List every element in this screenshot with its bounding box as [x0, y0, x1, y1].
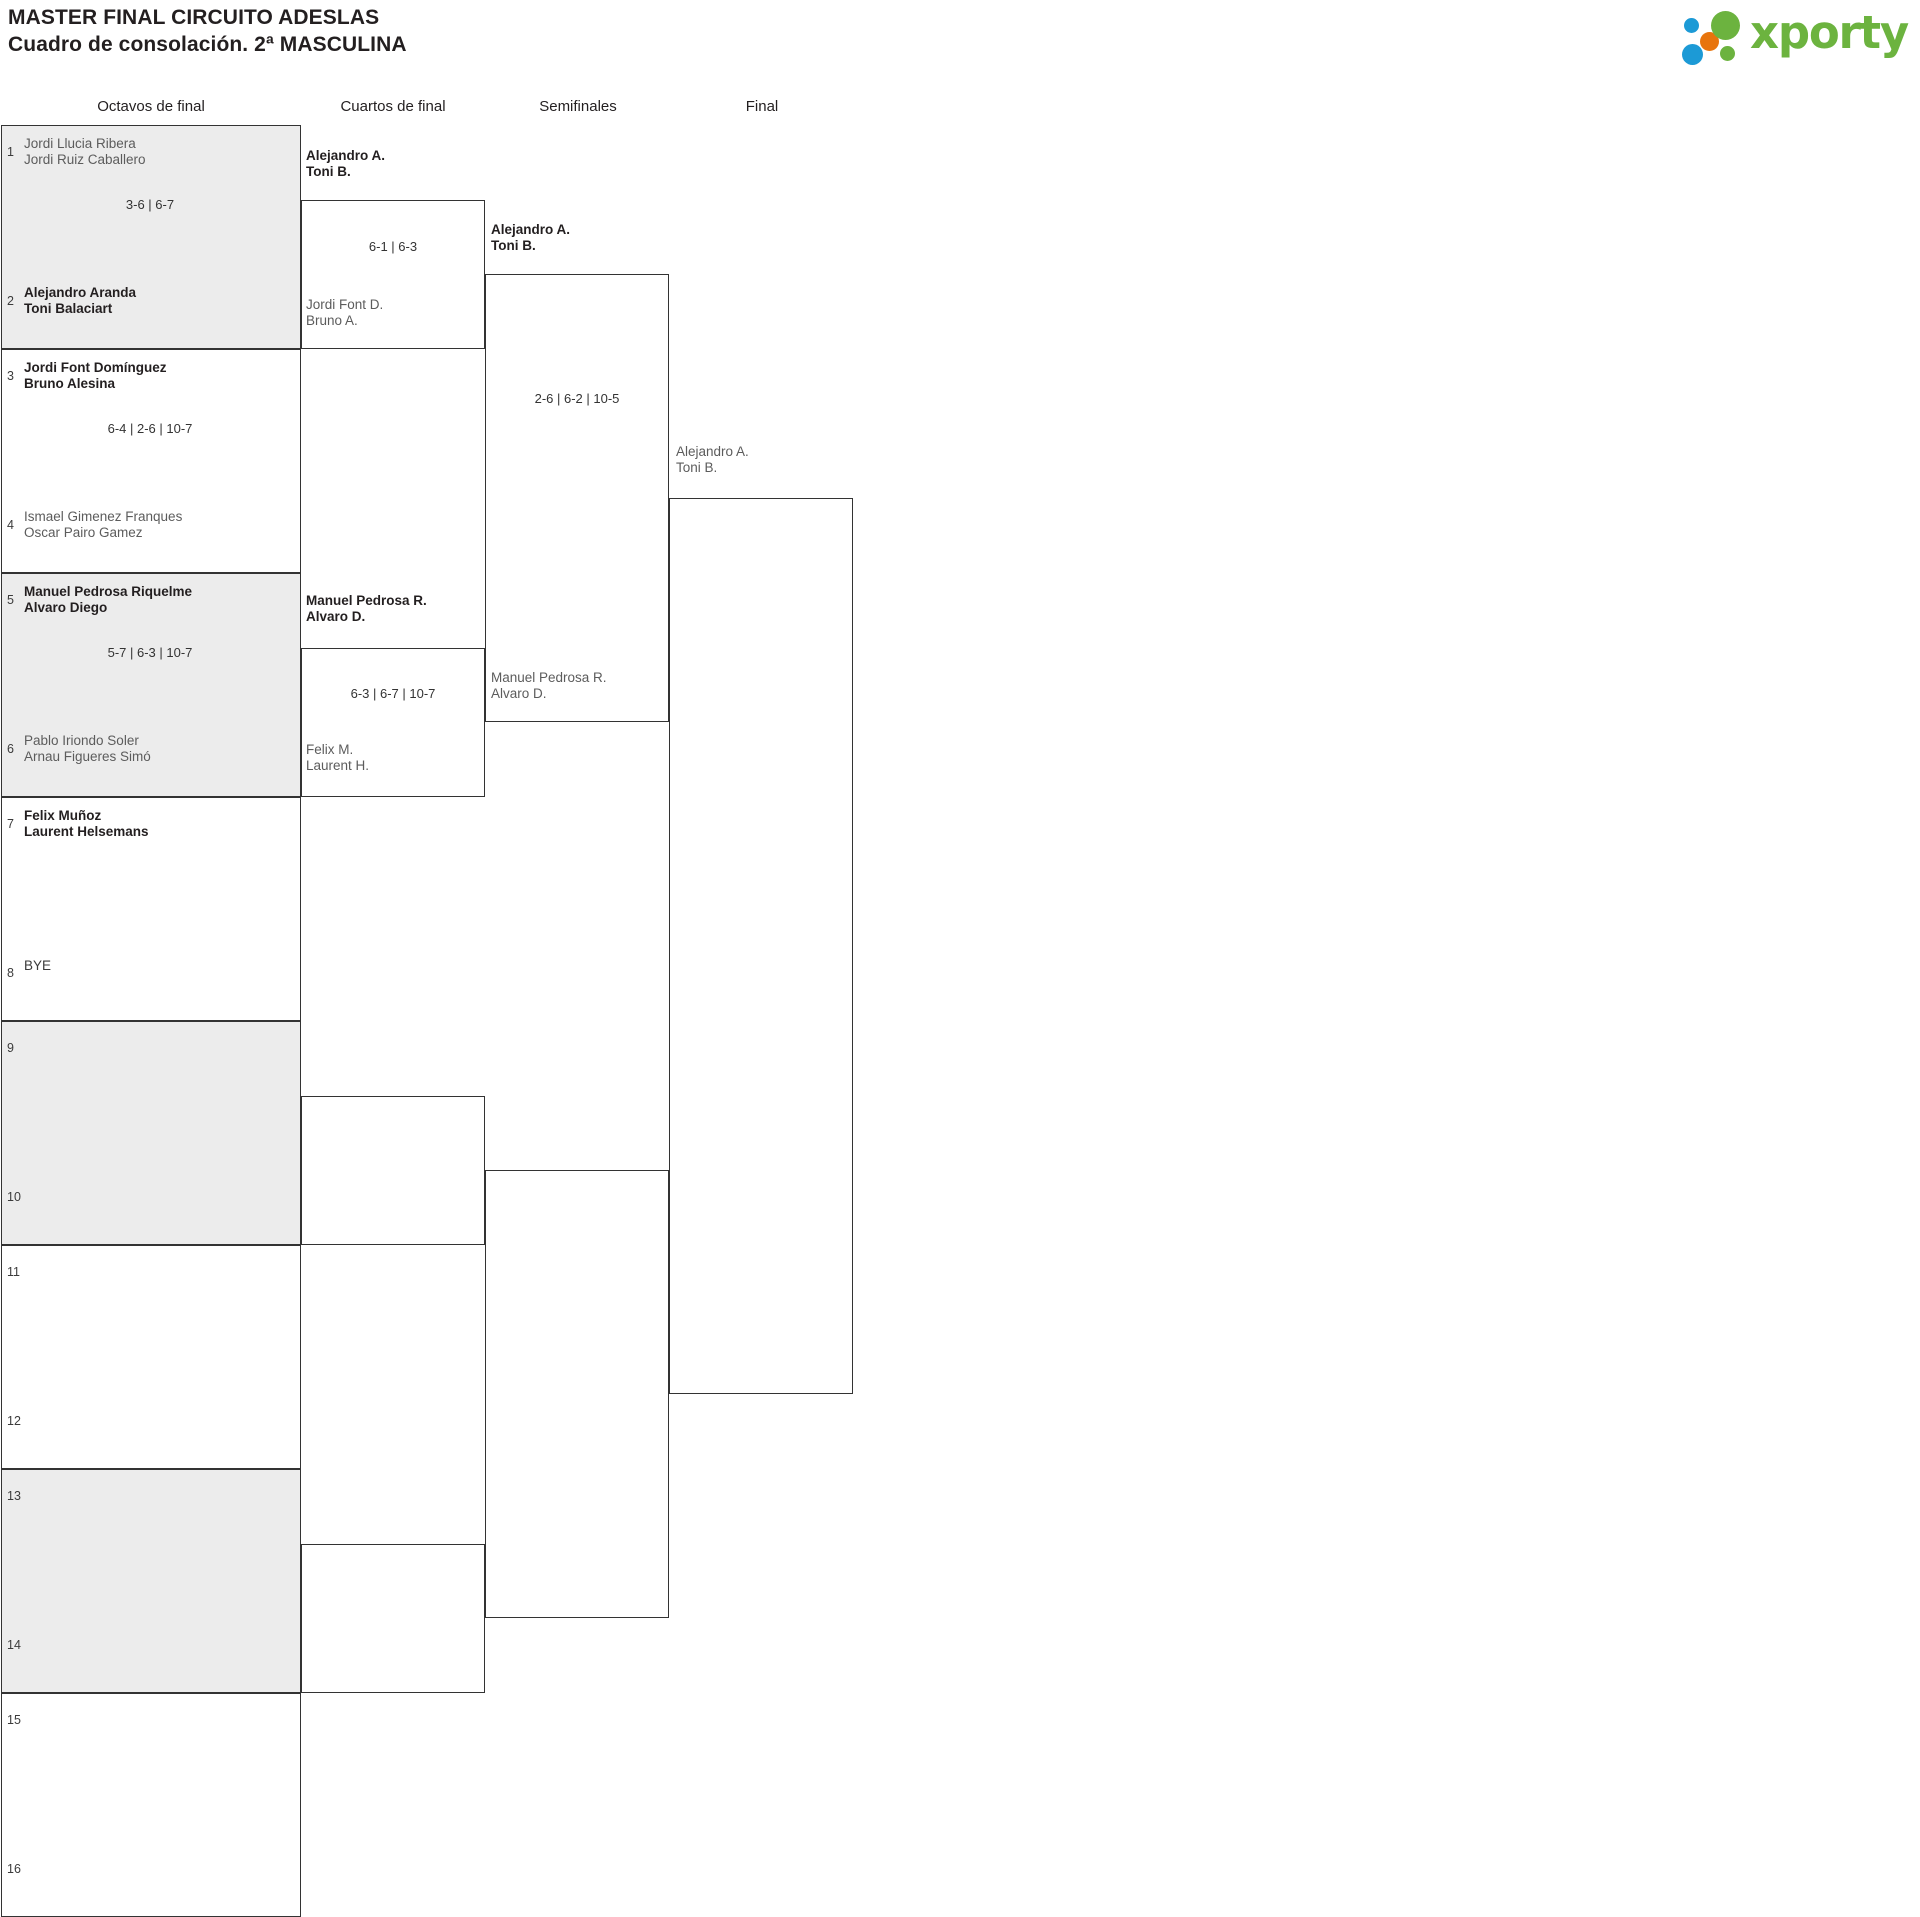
round1-slot-7[interactable]: 7 Felix Muñoz Laurent Helsemans: [1, 797, 301, 946]
seed-number: 6: [7, 742, 14, 756]
sf-connector-2: [485, 1170, 669, 1618]
qf-connector-3: [301, 1096, 485, 1245]
sf-team-top: Alejandro A. Toni B.: [491, 222, 571, 253]
round1-slot-1[interactable]: 1 Jordi Llucia Ribera Jordi Ruiz Caballe…: [1, 125, 301, 274]
round1-slot-16[interactable]: 16: [1, 1842, 301, 1917]
logo-wordmark: xporty: [1750, 6, 1909, 59]
round1-slot-4[interactable]: 4 Ismael Gimenez Franques Oscar Pairo Ga…: [1, 498, 301, 573]
round1-slot-6[interactable]: 6 Pablo Iriondo Soler Arnau Figueres Sim…: [1, 722, 301, 797]
team-name: Jordi Llucia Ribera Jordi Ruiz Caballero: [24, 136, 146, 167]
round1-slot-15[interactable]: 15: [1, 1693, 301, 1842]
team-name: Jordi Font Domínguez Bruno Alesina: [24, 360, 167, 391]
final-team-top: Alejandro A. Toni B.: [676, 444, 749, 475]
seed-number: 15: [7, 1713, 21, 1727]
round1-slot-3[interactable]: 3 Jordi Font Domínguez Bruno Alesina: [1, 349, 301, 498]
round-header-semifinales: Semifinales: [539, 98, 617, 115]
round-header-octavos: Octavos de final: [97, 98, 205, 115]
round-header-cuartos: Cuartos de final: [340, 98, 446, 115]
seed-number: 10: [7, 1190, 21, 1204]
final-connector: [669, 498, 853, 1394]
round1-slot-5[interactable]: 5 Manuel Pedrosa Riquelme Alvaro Diego: [1, 573, 301, 722]
dot-blue-small: [1684, 18, 1699, 33]
round1-slot-10[interactable]: 10: [1, 1170, 301, 1245]
seed-number: 2: [7, 294, 14, 308]
round1-slot-14[interactable]: 14: [1, 1618, 301, 1693]
round1-slot-12[interactable]: 12: [1, 1394, 301, 1469]
qf-team-top: Manuel Pedrosa R. Alvaro D.: [306, 593, 427, 624]
dot-green-small: [1720, 46, 1735, 61]
page-title: MASTER FINAL CIRCUITO ADESLAS Cuadro de …: [8, 4, 407, 59]
qf-score: 6-1 | 6-3: [368, 239, 418, 254]
seed-number: 16: [7, 1862, 21, 1876]
round1-slot-13[interactable]: 13: [1, 1469, 301, 1618]
match-score: 3-6 | 6-7: [125, 197, 175, 212]
qf-team-bottom: Felix M. Laurent H.: [306, 742, 370, 773]
match-score: 5-7 | 6-3 | 10-7: [107, 645, 193, 660]
qf-team-bottom: Jordi Font D. Bruno A.: [306, 297, 384, 328]
seed-number: 11: [7, 1265, 20, 1279]
round1-slot-9[interactable]: 9: [1, 1021, 301, 1170]
dot-green-large: [1711, 11, 1740, 40]
seed-number: 8: [7, 966, 14, 980]
qf-team-top: Alejandro A. Toni B.: [306, 148, 386, 179]
seed-number: 14: [7, 1638, 21, 1652]
dot-orange: [1700, 32, 1719, 51]
qf-connector-4: [301, 1544, 485, 1693]
team-name: Pablo Iriondo Soler Arnau Figueres Simó: [24, 733, 151, 764]
seed-number: 13: [7, 1489, 21, 1503]
seed-number: 5: [7, 593, 14, 607]
round1-slot-11[interactable]: 11: [1, 1245, 301, 1394]
seed-number: 3: [7, 369, 14, 383]
bracket-subtitle: Cuadro de consolación. 2ª MASCULINA: [8, 33, 407, 57]
round1-slot-8[interactable]: 8 BYE: [1, 946, 301, 1021]
sf-score: 2-6 | 6-2 | 10-5: [534, 391, 620, 406]
qf-score: 6-3 | 6-7 | 10-7: [350, 686, 436, 701]
dot-blue-large: [1682, 44, 1703, 65]
team-name: BYE: [24, 958, 52, 973]
seed-number: 12: [7, 1414, 21, 1428]
seed-number: 1: [7, 145, 14, 159]
match-score: 6-4 | 2-6 | 10-7: [107, 421, 193, 436]
team-name: Alejandro Aranda Toni Balaciart: [24, 285, 137, 316]
sf-connector-1: [485, 274, 669, 722]
sf-team-bottom: Manuel Pedrosa R. Alvaro D.: [491, 670, 607, 701]
tournament-bracket: 1 Jordi Llucia Ribera Jordi Ruiz Caballe…: [1, 125, 853, 1917]
seed-number: 7: [7, 817, 14, 831]
team-name: Ismael Gimenez Franques Oscar Pairo Game…: [24, 509, 183, 540]
seed-number: 9: [7, 1041, 14, 1055]
round-header-final: Final: [745, 98, 779, 115]
logo-dots-mark: [1682, 10, 1748, 65]
team-name: Manuel Pedrosa Riquelme Alvaro Diego: [24, 584, 193, 615]
seed-number: 4: [7, 518, 14, 532]
tournament-name: MASTER FINAL CIRCUITO ADESLAS: [8, 6, 380, 29]
xporty-logo: xporty: [1682, 6, 1909, 66]
qf-connector-2: [301, 648, 485, 797]
team-name: Felix Muñoz Laurent Helsemans: [24, 808, 149, 839]
qf-connector-1: [301, 200, 485, 349]
round1-slot-2[interactable]: 2 Alejandro Aranda Toni Balaciart: [1, 274, 301, 349]
